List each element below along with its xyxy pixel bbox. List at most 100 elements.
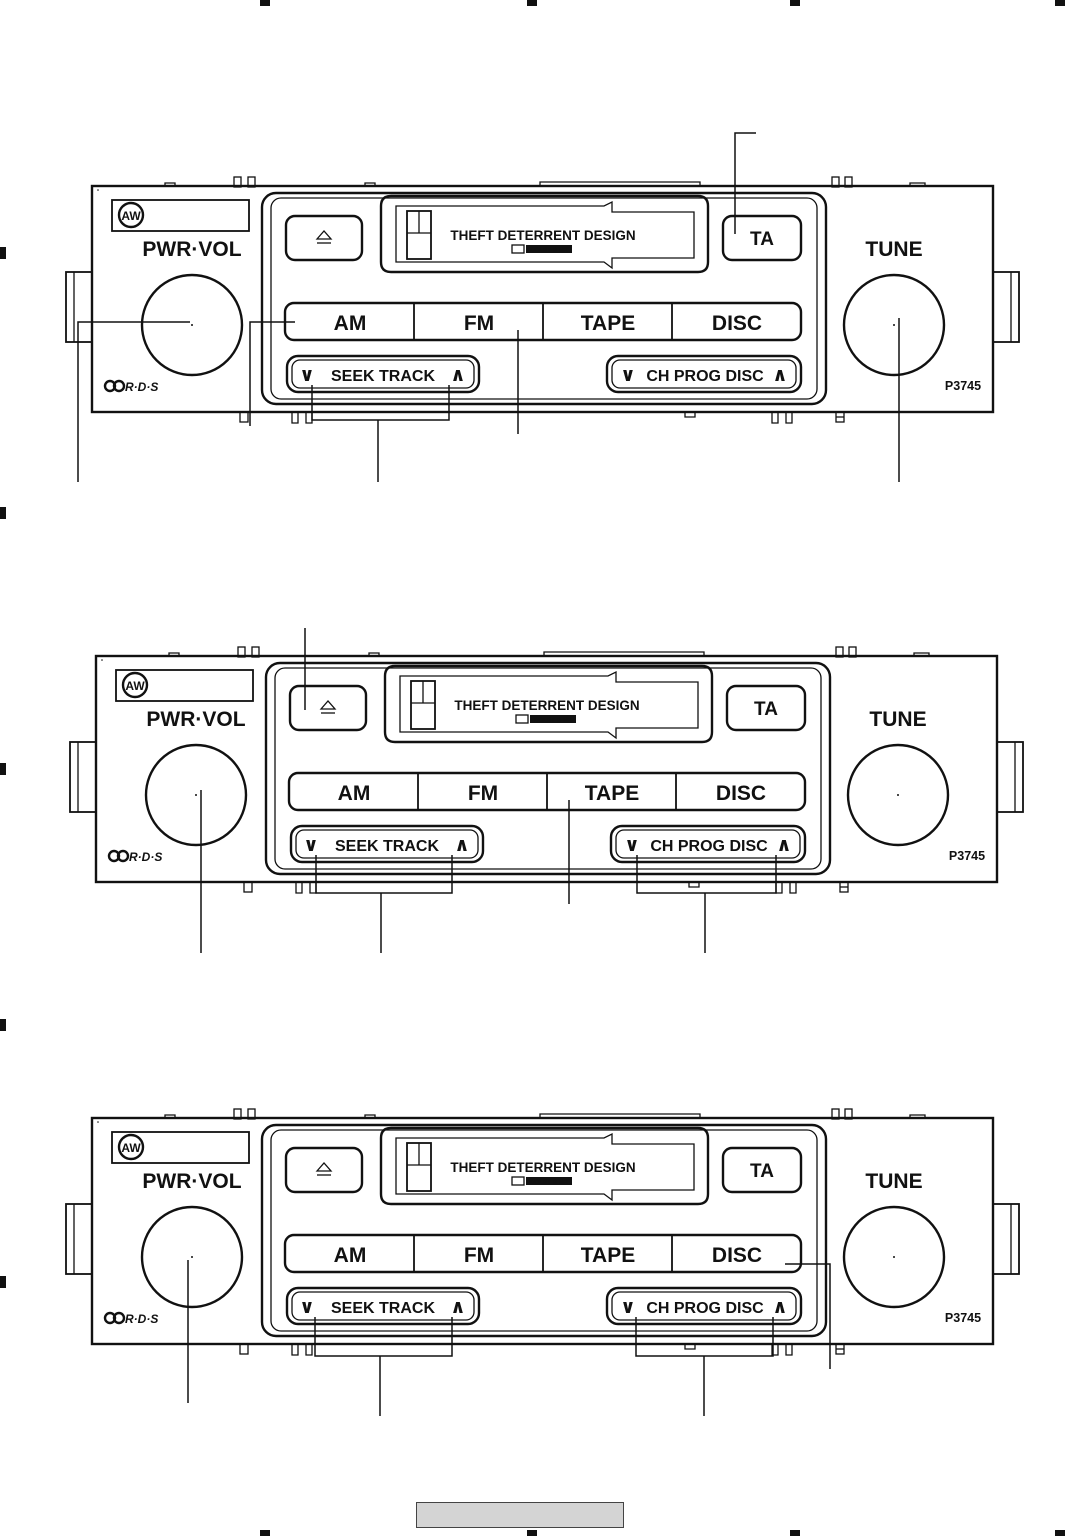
eject-button[interactable] [284, 214, 364, 262]
brand-badge-ring [117, 1133, 145, 1161]
registration-mark [527, 0, 537, 6]
leader-seek-track-2 [315, 855, 453, 953]
seek-track-button[interactable] [285, 354, 481, 394]
volume-knob[interactable] [140, 273, 244, 377]
ch-prog-disc-button[interactable] [605, 354, 803, 394]
volume-knob-center [191, 1256, 193, 1258]
seek-track-button-inner [295, 829, 479, 859]
brand-badge: AW [121, 1141, 141, 1155]
ta-button[interactable] [721, 214, 803, 262]
cassette-slot [399, 670, 699, 740]
ch-up-arrow-icon: ∧ [772, 365, 787, 386]
leader-pwr-vol [77, 321, 190, 482]
rds-logo-ring [112, 1311, 126, 1325]
bottom-tab [688, 882, 700, 888]
right-side-mount [996, 741, 1024, 813]
seek-track-label: SEEK TRACK [331, 1300, 435, 1317]
bottom-tab [684, 1344, 696, 1350]
dolby-badge [526, 245, 572, 253]
seek-track-label: SEEK TRACK [335, 838, 439, 855]
dolby-label: DOLBY B NR [530, 1180, 568, 1186]
volume-knob[interactable] [144, 743, 248, 847]
volume-knob-center [191, 324, 193, 326]
theft-deterrent-label: THEFT DETERRENT DESIGN [450, 228, 635, 243]
rds-logo: R·D·S [125, 380, 158, 394]
ch-up-arrow-icon: ∧ [776, 835, 791, 856]
theft-deterrent-label: THEFT DETERRENT DESIGN [454, 698, 639, 713]
dolby-badge [526, 1177, 572, 1185]
eject-icon [319, 700, 337, 714]
ch-prog-disc-button[interactable] [605, 1286, 803, 1326]
volume-knob[interactable] [140, 1205, 244, 1309]
brand-strip [111, 199, 250, 232]
corner-dot [101, 659, 103, 661]
corner-dot [97, 1121, 99, 1123]
display-bezel [383, 664, 714, 744]
fm-button: FM [464, 1244, 494, 1267]
left-side-mount [65, 271, 93, 343]
eject-icon [315, 1162, 333, 1176]
am-button: AM [334, 1244, 367, 1267]
ta-button[interactable] [721, 1146, 803, 1194]
tape-button: TAPE [581, 1244, 635, 1267]
seek-track-button[interactable] [285, 1286, 481, 1326]
ch-down-arrow-icon: ∨ [624, 835, 639, 856]
ta-button[interactable] [725, 684, 807, 732]
leader-lines [77, 132, 900, 1416]
dolby-icon [515, 714, 529, 724]
cassette-slot [395, 1132, 695, 1202]
bottom-clip [239, 411, 249, 423]
tune-knob-center [893, 1256, 895, 1258]
ch-prog-disc-label: CH PROG DISC [650, 838, 768, 855]
tune-label: TUNE [869, 708, 926, 731]
eject-icon-triangle [319, 700, 337, 710]
dolby-badge [530, 715, 576, 723]
brand-strip [115, 669, 254, 702]
leader-disc [785, 1263, 831, 1369]
display-bezel [379, 194, 710, 274]
rds-logo: R·D·S [129, 850, 162, 864]
fm-button: FM [468, 782, 498, 805]
right-side-mount [992, 271, 1020, 343]
disc-button: DISC [716, 782, 766, 805]
dolby-icon [511, 1176, 525, 1186]
radio-housing [90, 184, 995, 414]
tune-knob[interactable] [842, 1205, 946, 1309]
eject-button[interactable] [288, 684, 368, 732]
ch-down-arrow-icon: ∨ [620, 365, 635, 386]
leader-ch-prog-disc-2 [635, 1317, 774, 1416]
tune-label: TUNE [865, 238, 922, 261]
dolby-label: DOLBY B NR [534, 718, 572, 724]
tune-label: TUNE [865, 1170, 922, 1193]
seek-up-arrow-icon: ∧ [454, 835, 469, 856]
faceplate-inner [270, 197, 818, 400]
registration-mark [0, 763, 6, 775]
theft-deterrent-label: THEFT DETERRENT DESIGN [450, 1160, 635, 1175]
seek-track-button[interactable] [289, 824, 485, 864]
model-code: P3745 [945, 1311, 981, 1325]
seek-down-arrow-icon: ∨ [299, 1297, 314, 1318]
leader-ch-prog-disc [636, 855, 777, 953]
registration-mark [0, 247, 6, 259]
ta-button-label: TA [750, 229, 774, 250]
faceplate-inner [270, 1129, 818, 1332]
tune-knob[interactable] [846, 743, 950, 847]
brand-badge-ring [121, 671, 149, 699]
ch-prog-disc-button[interactable] [609, 824, 807, 864]
tune-knob[interactable] [842, 273, 946, 377]
leader-seek-track-3 [314, 1317, 453, 1416]
seek-track-button-inner [291, 359, 475, 389]
fm-button: FM [464, 312, 494, 335]
eject-icon-triangle [315, 1162, 333, 1172]
eject-button[interactable] [284, 1146, 364, 1194]
seek-track-button-inner [291, 1291, 475, 1321]
tune-knob-center [893, 324, 895, 326]
leader-seek-track [311, 385, 450, 482]
ta-button-label: TA [754, 699, 778, 720]
pwr-vol-label: PWR·VOL [142, 1170, 241, 1193]
ch-prog-disc-label: CH PROG DISC [646, 368, 764, 385]
ch-prog-disc-button-inner [611, 1291, 797, 1321]
